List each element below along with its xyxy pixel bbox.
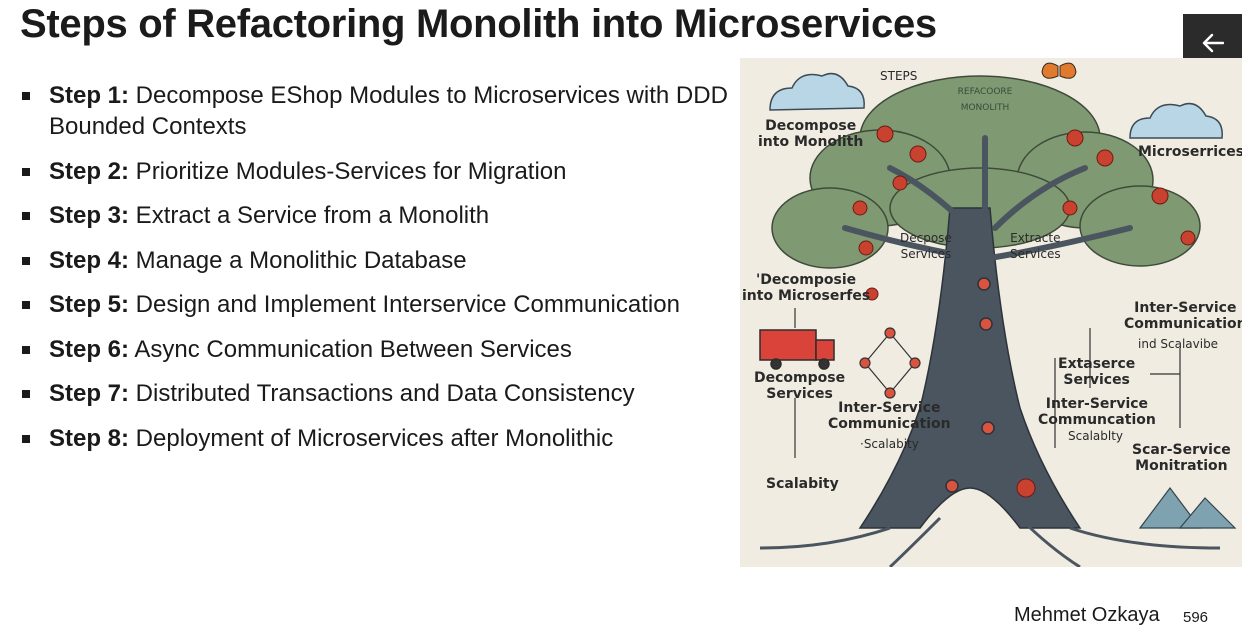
illustration-label-inter-service-center: Inter-Service Communication <box>828 400 951 432</box>
illustration-label-decompose-microservices: 'Decomposie into Microserfes <box>742 272 871 304</box>
step-label: Step 1: <box>49 82 130 109</box>
step-text: Extract a Service from a Monolith <box>129 202 490 229</box>
step-text: Decompose EShop Modules to Microservices… <box>49 82 728 140</box>
step-item-6: Step 6: Async Communication Between Serv… <box>20 334 740 365</box>
mountain-icon <box>1138 487 1237 529</box>
illustration-label-inter-service-right: Inter-Service Communication <box>1124 300 1242 332</box>
step-item-5: Step 5: Design and Implement Interservic… <box>20 289 740 320</box>
step-label: Step 8: <box>49 424 130 452</box>
page-number: 596 <box>1183 609 1209 626</box>
butterfly-icon <box>1041 62 1077 79</box>
steps-list: Step 1: Decompose EShop Modules to Micro… <box>20 80 740 467</box>
illustration-label-inter-service-center-right: Inter-Service Communcation <box>1038 396 1156 428</box>
illustration-label-scalabity-center-right: Scalablty <box>1068 429 1124 443</box>
step-text: Async Communication Between Services <box>129 335 572 363</box>
illustration-label-ind-scalable: ind Scalavibe <box>1138 337 1219 351</box>
connector-lines <box>794 308 1181 458</box>
illustration-label-decompose-services: Decpose Services <box>900 231 952 261</box>
illustration-label-decompose-monolith: Decompose into Monolith <box>758 118 864 150</box>
step-label: Step 4: <box>49 246 130 274</box>
illustration-label-scar-service: Scar-Service Monitration <box>1132 442 1231 474</box>
step-item-7: Step 7: Distributed Transactions and Dat… <box>20 378 740 409</box>
tree-drawing <box>759 62 1237 567</box>
step-label: Step 6: <box>49 335 130 363</box>
step-item-3: Step 3: Extract a Service from a Monolit… <box>20 200 740 231</box>
cloud-icon <box>769 72 865 111</box>
flower-icon <box>852 125 1196 498</box>
step-item-2: Step 2: Prioritize Modules-Services for … <box>20 156 740 187</box>
step-text: Distributed Transactions and Data Consis… <box>129 380 635 407</box>
cloud-icon <box>1129 102 1223 139</box>
step-item-8: Step 8: Deployment of Microservices afte… <box>20 423 740 454</box>
illustration-label-scalabity-center: ·Scalabity <box>860 437 919 451</box>
footer-author: Mehmet Ozkaya <box>1014 604 1160 626</box>
illustration-label-steps: STEPS <box>880 69 918 83</box>
step-text: Deployment of Microservices after Monoli… <box>129 424 614 452</box>
illustration-label-decompose-services-left: Decompose Services <box>754 370 846 402</box>
network-diagram <box>859 327 921 399</box>
tree-illustration: STEPS REFACOORE MONOLITH Decompose into … <box>740 58 1242 567</box>
step-label: Step 3: <box>49 202 130 229</box>
illustration-label-extaserce-services: Extaserce Services <box>1058 356 1136 388</box>
step-item-1: Step 1: Decompose EShop Modules to Micro… <box>20 80 740 142</box>
step-text: Manage a Monolithic Database <box>129 246 467 274</box>
step-label: Step 7: <box>49 380 130 407</box>
step-label: Step 2: <box>49 157 130 185</box>
tree-roots <box>759 516 1221 567</box>
step-label: Step 5: <box>49 291 130 318</box>
step-text: Prioritize Modules-Services for Migratio… <box>129 157 567 185</box>
illustration-label-refactoring: REFACOORE MONOLITH <box>957 87 1013 113</box>
tree-branches <box>842 135 1133 261</box>
illustration-label-scalabity-left: Scalabity <box>766 476 839 492</box>
step-text: Design and Implement Interservice Commun… <box>129 291 680 318</box>
truck-icon <box>759 329 835 370</box>
tree-trunk <box>858 207 1082 529</box>
illustration-label-extract-services: Extracte Services <box>1010 231 1061 261</box>
step-item-4: Step 4: Manage a Monolithic Database <box>20 245 740 276</box>
network-node-icon <box>945 277 995 493</box>
arrow-left-icon <box>1202 33 1224 53</box>
slide-title: Steps of Refactoring Monolith into Micro… <box>20 2 937 46</box>
illustration-label-microservices: Microserrices <box>1138 144 1242 160</box>
